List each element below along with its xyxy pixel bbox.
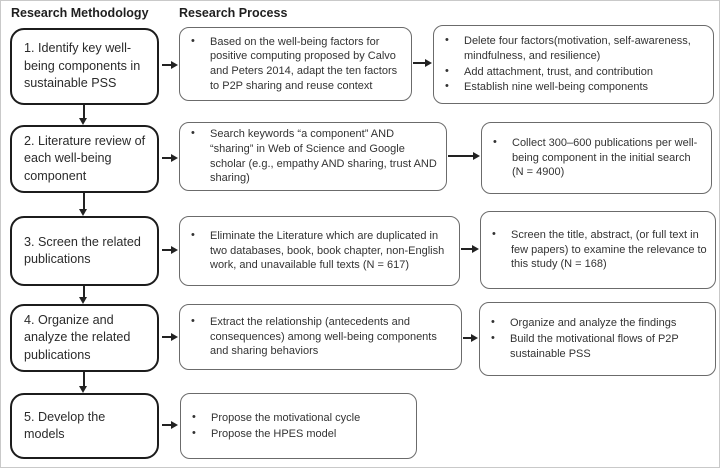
process-3-box: Eliminate the Literature which are dupli… (179, 216, 460, 286)
step-5-box: 5. Develop the models (10, 393, 159, 459)
bullet-item: Screen the title, abstract, (or full tex… (487, 227, 707, 272)
bullet-item: Eliminate the Literature which are dupli… (186, 228, 451, 273)
step-1-box: 1. Identify key well-being components in… (10, 28, 159, 105)
bullet-item: Based on the well-being factors for posi… (186, 34, 403, 94)
column-header-methodology: Research Methodology (11, 6, 149, 20)
outcome-1-list: Delete four factors(motivation, self-awa… (434, 33, 705, 96)
outcome-3-list: Screen the title, abstract, (or full tex… (481, 227, 707, 273)
column-header-process: Research Process (179, 6, 288, 20)
outcome-2-list: Collect 300–600 publications per well-be… (482, 135, 703, 181)
process-5-box: Propose the motivational cycle Propose t… (180, 393, 417, 459)
bullet-item: Extract the relationship (antecedents an… (186, 314, 453, 359)
process-4-box: Extract the relationship (antecedents an… (179, 304, 462, 370)
step-3-box: 3. Screen the related publications (10, 216, 159, 286)
process-5-list: Propose the motivational cycle Propose t… (181, 410, 408, 442)
process-2-box: Search keywords “a component” AND “shari… (179, 122, 447, 191)
process-1-box: Based on the well-being factors for posi… (179, 27, 412, 101)
bullet-item: Build the motivational flows of P2P sust… (486, 331, 707, 361)
outcome-4-box: Organize and analyze the findings Build … (479, 302, 716, 376)
bullet-item: Collect 300–600 publications per well-be… (488, 135, 703, 180)
step-5-label: 5. Develop the models (24, 409, 106, 441)
process-1-list: Based on the well-being factors for posi… (180, 34, 403, 95)
outcome-1-box: Delete four factors(motivation, self-awa… (433, 25, 714, 104)
bullet-item: Propose the HPES model (187, 426, 408, 442)
outcome-2-box: Collect 300–600 publications per well-be… (481, 122, 712, 194)
process-2-list: Search keywords “a component” AND “shari… (180, 126, 438, 187)
process-4-list: Extract the relationship (antecedents an… (180, 314, 453, 360)
step-2-label: 2. Literature review of each well-being … (24, 133, 146, 183)
step-3-label: 3. Screen the related publications (24, 234, 141, 266)
step-4-label: 4. Organize and analyze the related publ… (24, 312, 131, 362)
outcome-3-box: Screen the title, abstract, (or full tex… (480, 211, 716, 289)
outcome-4-list: Organize and analyze the findings Build … (480, 315, 707, 362)
bullet-item: Search keywords “a component” AND “shari… (186, 126, 438, 186)
bullet-item: Establish nine well-being components (440, 79, 705, 95)
step-1-label: 1. Identify key well-being components in… (24, 41, 141, 91)
step-2-box: 2. Literature review of each well-being … (10, 125, 159, 193)
bullet-item: Organize and analyze the findings (486, 315, 707, 331)
process-3-list: Eliminate the Literature which are dupli… (180, 228, 451, 274)
bullet-item: Propose the motivational cycle (187, 410, 408, 426)
bullet-item: Delete four factors(motivation, self-awa… (440, 33, 705, 63)
step-4-box: 4. Organize and analyze the related publ… (10, 304, 159, 372)
bullet-item: Add attachment, trust, and contribution (440, 64, 705, 80)
